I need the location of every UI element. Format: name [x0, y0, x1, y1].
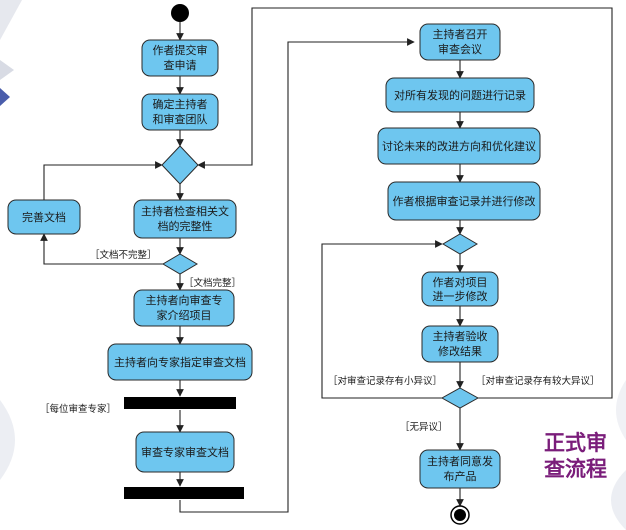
action-submit-request-line-1: 作者提交审: [153, 43, 208, 57]
flow-decision2-major-loop: [197, 7, 613, 399]
action-nodes: 作者提交审 查申请 确定主持者 和审查团队 完善文档 主持者检查相关文 档的完整…: [7, 23, 541, 489]
action-experts-review: 审查专家审查文档: [135, 431, 235, 473]
action-check-completeness-line-1: 主持者检查相关文: [141, 204, 229, 218]
action-check-completeness: 主持者检查相关文 档的完整性: [133, 199, 237, 239]
action-submit-request-line-2: 查申请: [164, 58, 197, 72]
action-submit-request: 作者提交审 查申请: [141, 39, 219, 77]
merge-node-document-check: [161, 145, 199, 185]
action-hold-meeting: 主持者召开 审查会议: [419, 23, 501, 61]
decision-node-objections: [440, 387, 480, 409]
action-assign-moderator-line-2: 和审查团队: [153, 112, 208, 126]
action-discuss-improvements: 讨论未来的改进方向和优化建议: [377, 127, 541, 165]
action-accept-revision-line-1: 主持者验收: [433, 329, 488, 343]
action-hold-meeting-line-1: 主持者召开: [433, 27, 488, 41]
action-further-revision: 作者对项目 进一步修改: [421, 271, 499, 307]
flow-join-to-meeting: [179, 38, 415, 513]
action-improve-documents: 完善文档: [7, 199, 81, 235]
action-further-revision-line-1: 作者对项目: [433, 275, 488, 289]
merge-node-revision: [442, 233, 478, 255]
action-author-modifies: 作者根据审查记录并进行修改: [387, 181, 541, 221]
action-assign-moderator-line-1: 确定主持者: [153, 97, 208, 111]
action-record-issues: 对所有发现的问题进行记录: [385, 77, 535, 113]
decision-node-document-complete: [162, 253, 198, 275]
final-node: [450, 505, 470, 525]
flow-decision2-minor-loop: [321, 240, 443, 399]
flow-decision-to-improve: [40, 233, 163, 265]
action-introduce-project-line-2: 家介绍项目: [157, 308, 212, 322]
guard-no-objections: ［无异议］: [400, 422, 448, 433]
action-assign-review-docs: 主持者向专家指定审查文档: [107, 343, 253, 381]
guard-document-complete: ［文档完整］: [184, 277, 241, 289]
action-further-revision-line-2: 进一步修改: [433, 289, 488, 303]
action-introduce-project: 主持者向审查专 家介绍项目: [133, 289, 235, 327]
flow-improve-to-merge: [43, 161, 163, 200]
action-accept-revision: 主持者验收 修改结果: [421, 325, 499, 363]
action-approve-release: 主持者同意发 布产品: [419, 449, 501, 489]
action-discuss-improvements-line-1: 讨论未来的改进方向和优化建议: [382, 139, 536, 153]
action-approve-release-line-1: 主持者同意发: [427, 454, 493, 468]
action-improve-documents-line-1: 完善文档: [22, 210, 66, 224]
action-hold-meeting-line-2: 审查会议: [438, 42, 482, 56]
action-check-completeness-line-2: 档的完整性: [158, 219, 213, 233]
guard-minor-objections: ［对审查记录存有小异议］: [328, 375, 442, 387]
guard-each-expert: ［每位审查专家］: [40, 403, 116, 415]
initial-node: [171, 4, 189, 22]
action-assign-moderator: 确定主持者 和审查团队: [141, 93, 219, 131]
slide-title-line-1: 正式审: [544, 431, 607, 455]
slide-title-line-2: 查流程: [544, 457, 607, 481]
action-approve-release-line-2: 布产品: [444, 469, 477, 483]
guard-major-objections: ［对审查记录存有较大异议］: [476, 375, 600, 387]
join-bar: [124, 487, 244, 499]
fork-bar: [124, 397, 236, 409]
flow-connectors: [40, 7, 613, 513]
action-author-modifies-line-1: 作者根据审查记录并进行修改: [393, 194, 536, 208]
action-introduce-project-line-1: 主持者向审查专: [146, 293, 223, 307]
action-accept-revision-line-2: 修改结果: [438, 344, 482, 358]
action-experts-review-line-1: 审查专家审查文档: [141, 445, 229, 459]
action-assign-review-docs-line-1: 主持者向专家指定审查文档: [114, 355, 246, 369]
action-record-issues-line-1: 对所有发现的问题进行记录: [394, 88, 526, 102]
guard-document-incomplete: ［文档不完整］: [90, 249, 157, 261]
